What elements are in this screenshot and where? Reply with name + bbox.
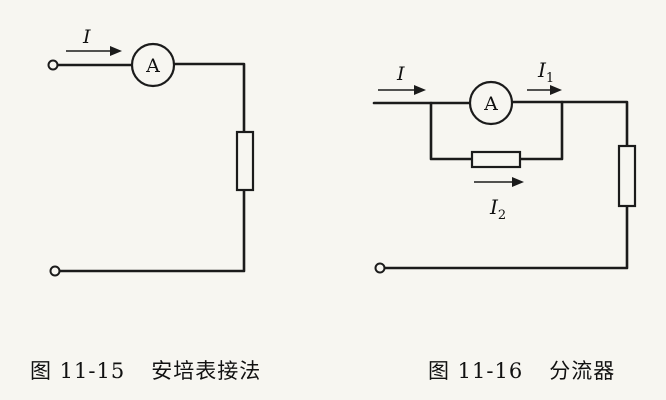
return-terminal	[374, 262, 386, 274]
current-arrow-I	[66, 46, 122, 56]
ammeter-label: A	[483, 93, 498, 115]
current-label-I1: I1	[537, 58, 554, 86]
caption-text: 分流器	[549, 359, 616, 383]
ammeter-symbol	[468, 80, 514, 126]
wire-ammeter-to-load	[173, 62, 246, 134]
caption-number: 图 11-16	[428, 359, 524, 383]
current-arrow-I	[378, 85, 426, 95]
figure-caption-11-15: 图 11-15 安培表接法	[30, 355, 261, 385]
current-arrow-I1	[527, 85, 562, 95]
input-terminal-bottom	[49, 265, 61, 277]
wire-ammeter-to-load	[510, 100, 629, 148]
load-resistor	[235, 130, 255, 192]
shunt-branch-right	[518, 100, 564, 161]
current-label-I: I	[82, 26, 91, 48]
load-resistor	[617, 144, 637, 208]
current-label-I2: I2	[489, 195, 506, 223]
shunt-resistor	[470, 150, 522, 169]
wire-load-to-return	[58, 188, 246, 273]
caption-number: 图 11-15	[30, 359, 126, 383]
ammeter-label: A	[145, 55, 160, 77]
ammeter-symbol	[130, 42, 176, 88]
figure-caption-11-16: 图 11-16 分流器	[428, 355, 615, 385]
caption-text: 安培表接法	[151, 359, 262, 383]
figure-shunt: A I I1 I2	[372, 58, 637, 274]
current-arrow-I2	[474, 177, 524, 187]
figure-ammeter-connection: A I	[47, 26, 255, 277]
input-terminal-top	[47, 59, 59, 71]
shunt-branch-left	[429, 101, 474, 161]
wire-load-to-return	[383, 204, 629, 270]
current-label-I: I	[396, 63, 405, 85]
